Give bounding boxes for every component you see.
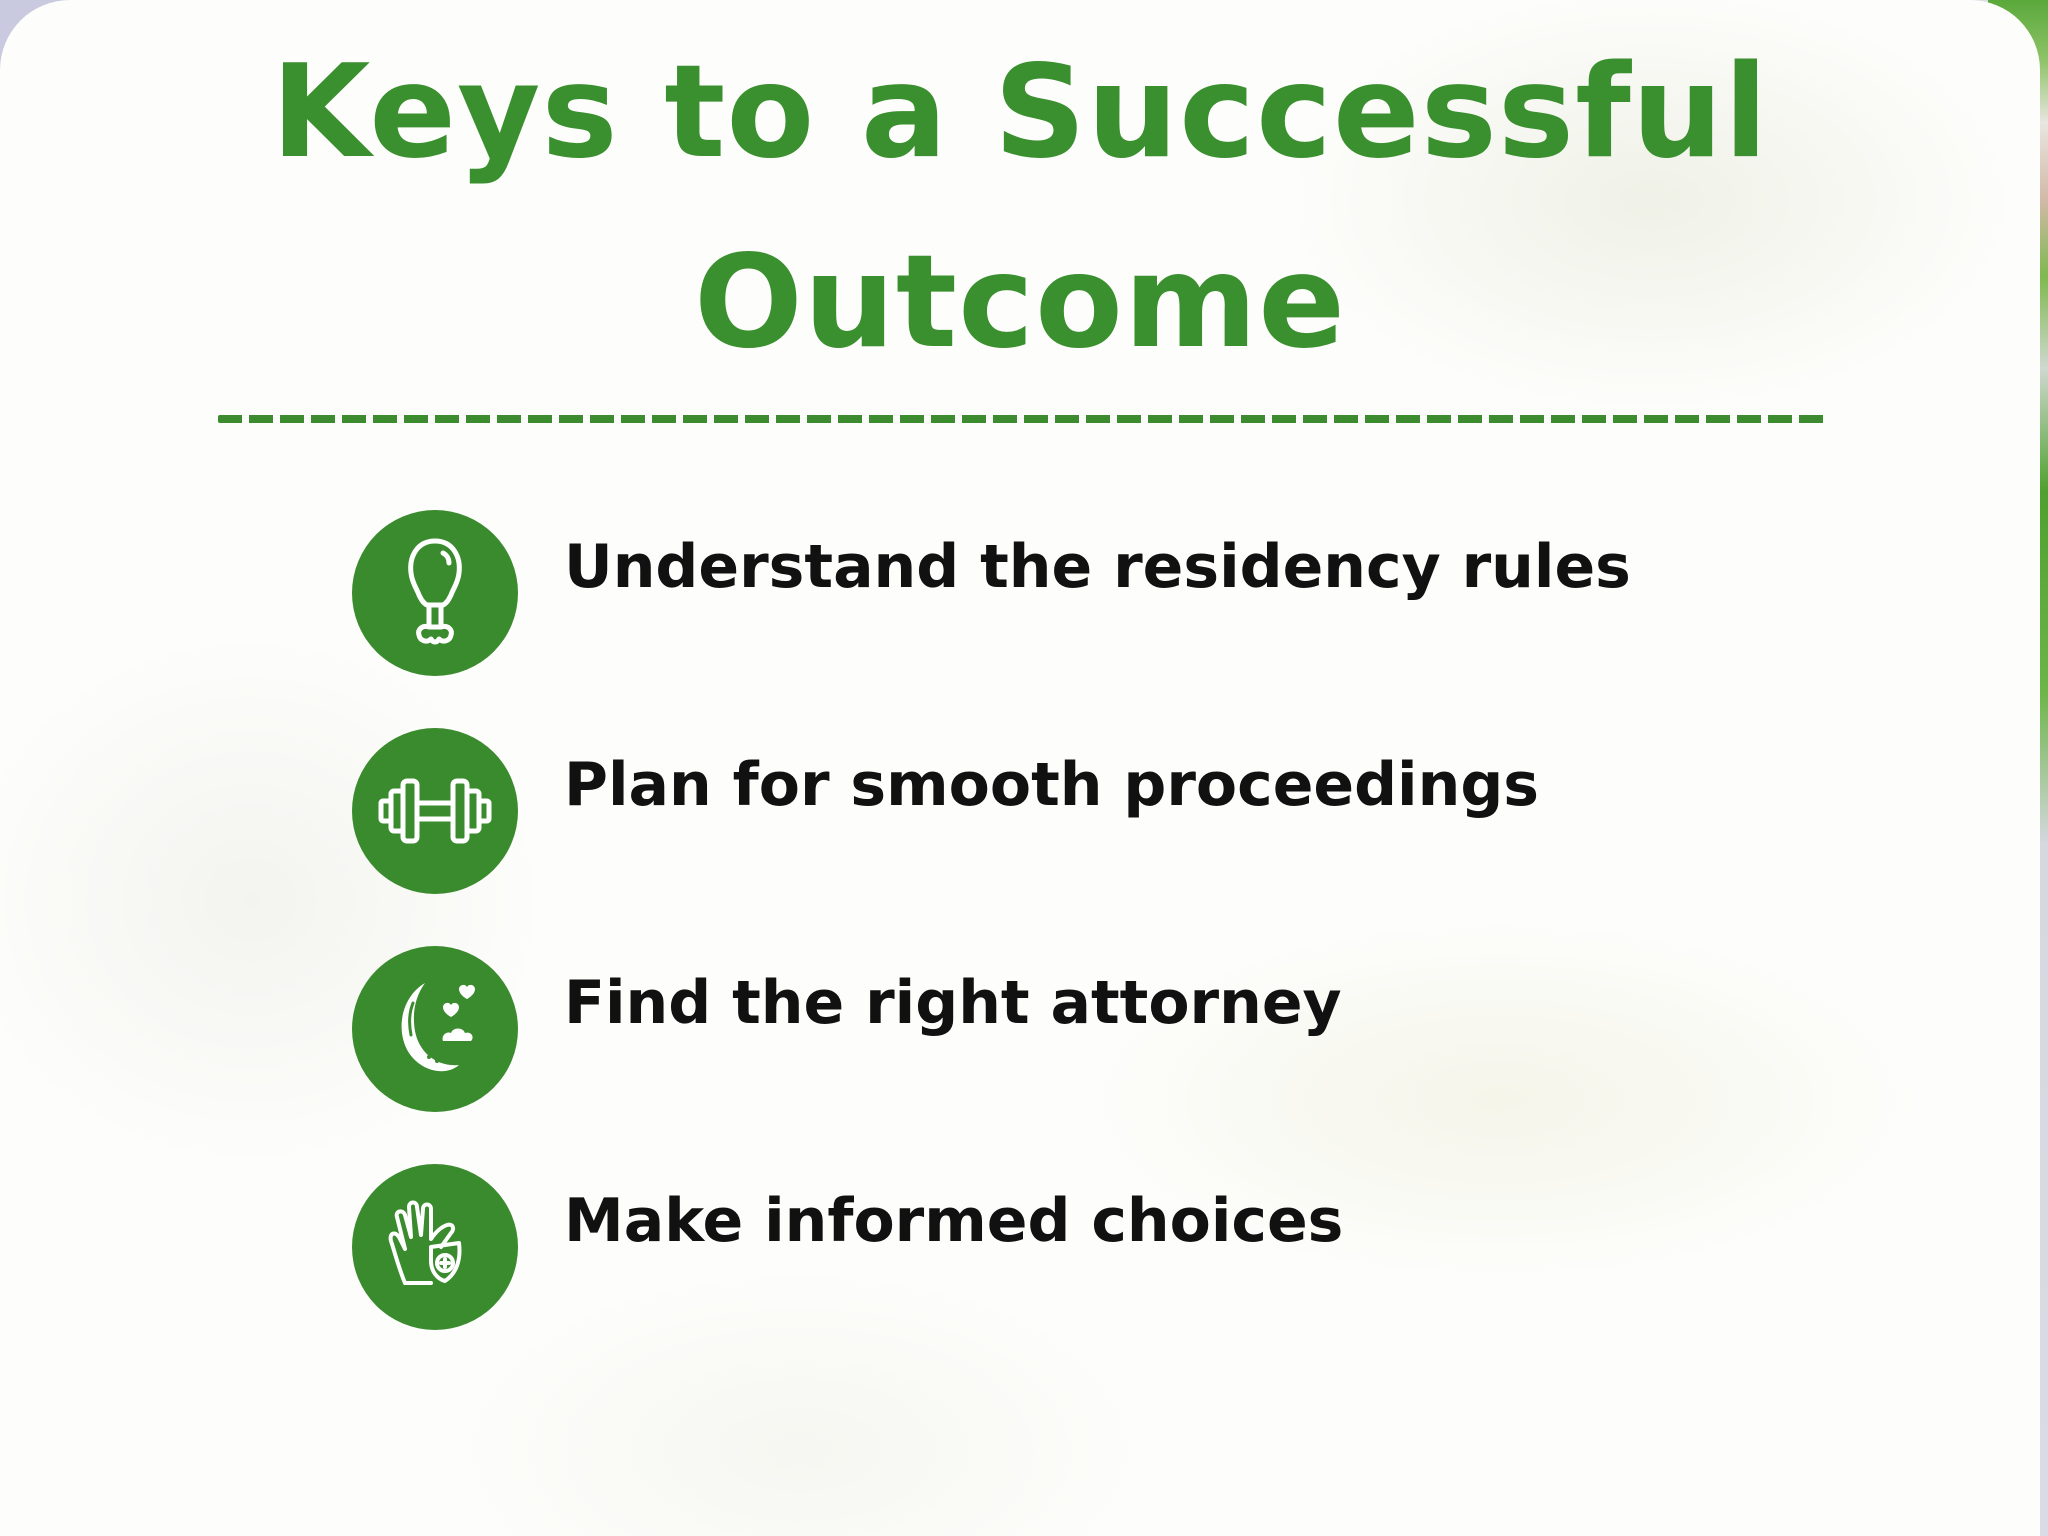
page-title: Keys to a Successful Outcome	[0, 18, 2040, 398]
dumbbell-icon	[352, 728, 518, 894]
moon-hearts-icon	[352, 946, 518, 1112]
hand-shield-icon	[352, 1164, 518, 1330]
drumstick-icon	[352, 510, 518, 676]
list-item: Find the right attorney	[352, 946, 1852, 1112]
item-label: Understand the residency rules	[564, 532, 1631, 602]
title-line-1: Keys to a Successful	[271, 38, 1769, 187]
dashed-divider	[218, 415, 1826, 423]
list-item: Plan for smooth proceedings	[352, 728, 1852, 894]
item-label: Make informed choices	[564, 1186, 1344, 1256]
item-label: Find the right attorney	[564, 968, 1342, 1038]
list-item: Make informed choices	[352, 1164, 1852, 1330]
list-item: Understand the residency rules	[352, 510, 1852, 676]
item-label: Plan for smooth proceedings	[564, 750, 1539, 820]
title-line-2: Outcome	[693, 228, 1347, 377]
